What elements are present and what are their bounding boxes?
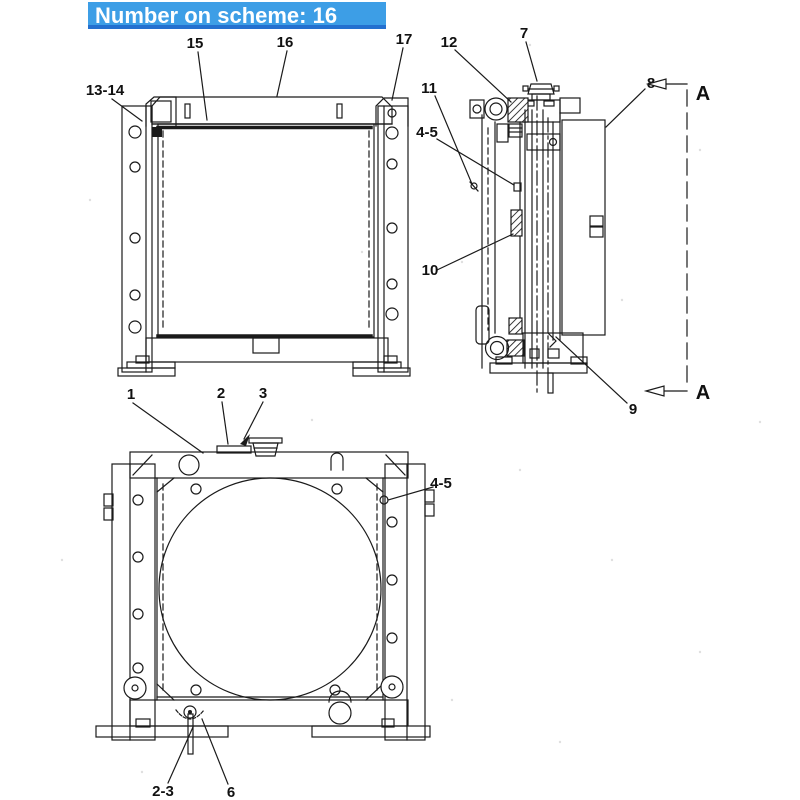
filler-cap-rear (252, 442, 279, 457)
side-view-leader-lines (434, 41, 646, 404)
bottom-tank (145, 337, 389, 363)
radiator-core (157, 123, 375, 338)
outlet-hole (328, 701, 352, 725)
rear-column-right (384, 463, 426, 741)
fan-shroud-circle (158, 477, 382, 701)
scan-noise (60, 43, 762, 774)
bolt-4-5-target (379, 495, 389, 505)
callout-6: 6 (227, 784, 235, 800)
drain-plug (183, 705, 197, 719)
callout-4-5-side: 4-5 (416, 124, 438, 141)
callout-16: 16 (277, 34, 294, 51)
hatch-block-bottom (506, 339, 525, 357)
callout-2: 2 (217, 385, 225, 402)
radiator-side-view (469, 83, 606, 394)
radiator-front-view (117, 96, 411, 377)
tank-slot (336, 103, 343, 119)
rear-foot-right (311, 725, 431, 738)
hatch-block-top (507, 97, 529, 123)
pivot-mount-right (380, 675, 404, 699)
rear-view-leader-lines (132, 401, 434, 785)
scheme-number-text: Number on scheme: 16 (95, 3, 338, 28)
callout-9: 9 (629, 401, 637, 418)
pivot-mount-left (123, 676, 147, 700)
callout-2-3: 2-3 (152, 783, 174, 800)
section-arrow-bottom (643, 385, 665, 397)
callout-15: 15 (187, 35, 204, 52)
callout-7: 7 (520, 25, 528, 42)
callout-3: 3 (259, 385, 267, 402)
hose-fitting (475, 305, 490, 345)
callout-13-14: 13-14 (86, 82, 125, 99)
callout-11: 11 (421, 80, 437, 97)
section-letter-top: A (696, 83, 710, 105)
clip-fastener (470, 182, 478, 190)
front-view-leader-lines (111, 47, 404, 122)
callout-17: 17 (396, 31, 413, 48)
drain-rod (187, 713, 194, 755)
side-base-plate (489, 362, 588, 374)
radiator-rear-view (95, 437, 435, 755)
callout-4-5-rear: 4-5 (430, 475, 452, 492)
tank-slot (184, 103, 191, 119)
inlet-pipe (484, 97, 508, 121)
section-arrow-top (645, 78, 667, 90)
filler-bar (216, 445, 252, 454)
hatch-block-core (510, 209, 523, 237)
bolt-fastener (513, 182, 522, 192)
scheme-number-banner: Number on scheme: 16 (88, 2, 386, 29)
side-drain-rod (547, 372, 554, 394)
core-corner-block (152, 127, 162, 137)
top-tank (151, 96, 393, 125)
rear-column-left (111, 463, 156, 741)
filler-neck (531, 93, 551, 101)
section-letter-bottom: A (696, 382, 710, 404)
tank-hole (178, 454, 200, 476)
callout-12: 12 (441, 34, 458, 51)
frame-column-right (377, 105, 409, 373)
rear-bottom-tank (129, 699, 409, 727)
outlet-pipe (484, 335, 510, 361)
section-line-A-A (643, 78, 688, 397)
tank-clip (330, 452, 344, 471)
frame-column-left (121, 105, 153, 373)
callout-1: 1 (127, 386, 135, 403)
callout-10: 10 (422, 262, 439, 279)
rear-foot-left (95, 725, 229, 738)
